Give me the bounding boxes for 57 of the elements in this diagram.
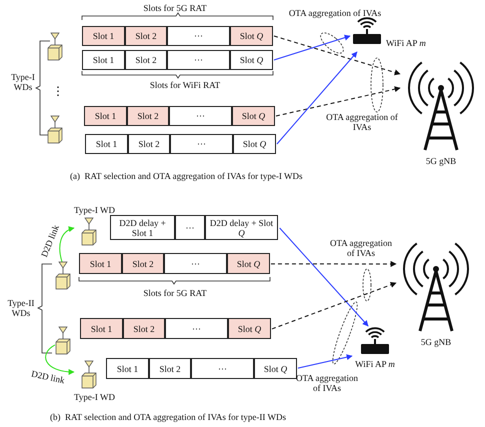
slot-cell: Slot Q: [227, 253, 270, 274]
edge-label: D2D link: [29, 368, 67, 386]
slot-cell: ···: [175, 215, 205, 240]
station-label: 5G gNB: [424, 156, 458, 166]
slot-row: [84, 106, 275, 126]
slot-cell: ···: [165, 318, 228, 339]
group-label: Type-II WDs: [6, 298, 36, 318]
arrow: [270, 260, 397, 267]
slot-cell: Slot 2: [127, 106, 169, 126]
slot-cell: Slot Q: [230, 26, 273, 46]
arrow: [273, 34, 351, 60]
group-label: Type-I WDs: [10, 72, 36, 92]
slot-cell: Slot 1: [82, 26, 125, 46]
arrow: [276, 52, 358, 144]
slot-cell: Slot Q: [232, 106, 275, 126]
device-label: Type-I WD: [74, 392, 115, 402]
arrow: [297, 354, 353, 369]
slot-cell: Slot 2: [125, 26, 167, 46]
slot-cell: Slot Q: [228, 318, 271, 339]
bracket-label: Slots for 5G RAT: [142, 288, 208, 298]
station-label: WiFi AP m: [386, 38, 426, 48]
bracket-label: Slots for 5G RAT: [142, 3, 208, 13]
slot-cell: Slot 2: [128, 134, 170, 154]
annotation-text: OTA aggregation of IVAs: [288, 8, 382, 18]
annotation-text: OTA aggregation of IVAs: [328, 238, 393, 258]
arrow: [279, 228, 369, 326]
arrow: [59, 226, 75, 262]
slot-cell: Slot 2: [149, 358, 191, 379]
annotation-text: OTA aggregation of IVAs: [325, 112, 399, 132]
annotation-text: OTA aggregation of IVAs: [296, 373, 358, 393]
figure-caption: (a) RAT selection and OTA aggregation of IVAs for type-I WDs: [70, 171, 304, 181]
slot-cell: ···: [169, 106, 232, 126]
slot-cell: Slot 2: [123, 318, 165, 339]
station-label: WiFi AP m: [354, 359, 396, 369]
slot-cell: Slot 2: [125, 50, 167, 70]
slot-cell: Slot 1: [80, 318, 123, 339]
slot-row: [79, 253, 270, 274]
edge-label: D2D link: [38, 222, 62, 261]
slot-cell: ···: [167, 26, 230, 46]
ellipsis-mark: ⋮: [52, 86, 64, 96]
slot-cell: Slot 1: [84, 106, 127, 126]
slot-cell: ···: [167, 50, 230, 70]
bracket-label: Slots for WiFi RAT: [148, 80, 222, 90]
slot-cell: Slot 1: [79, 253, 122, 274]
device-label: Type-I WD: [74, 205, 115, 215]
slot-cell: Slot 2: [122, 253, 164, 274]
slot-row: [80, 318, 271, 339]
slot-cell: ···: [191, 358, 254, 379]
arrow: [275, 86, 401, 116]
slot-row: [82, 26, 273, 46]
figure-caption: (b) RAT selection and OTA aggregation of IVAs for type-II WDs: [50, 412, 287, 422]
station-label: 5G gNB: [420, 337, 452, 347]
arrow: [271, 282, 397, 330]
slot-cell: ···: [164, 253, 227, 274]
arrow: [45, 344, 75, 375]
slot-cell: ···: [170, 134, 233, 154]
arrow: [273, 36, 401, 76]
